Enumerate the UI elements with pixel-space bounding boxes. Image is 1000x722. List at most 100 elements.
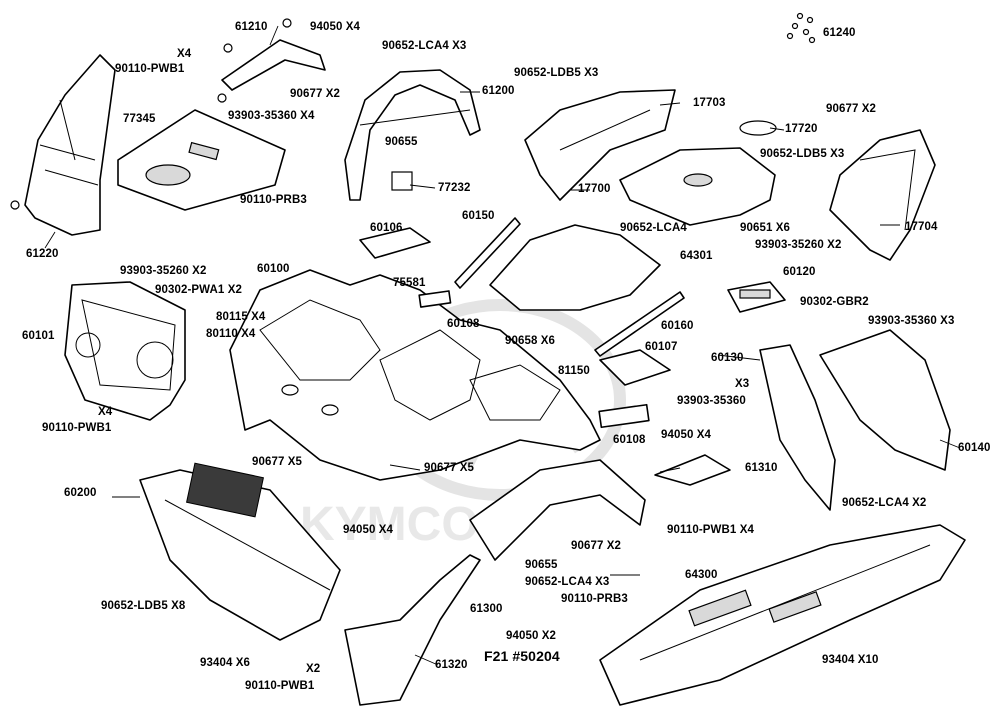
label-60101: 60101	[22, 330, 55, 342]
label-60200: 60200	[64, 487, 97, 499]
part-64301-cover	[489, 224, 661, 311]
label-90677-x2-c: 90677 X2	[571, 540, 622, 552]
part-60140-guard	[819, 329, 951, 471]
part-61200-fender	[344, 69, 481, 201]
label-17720: 17720	[785, 123, 818, 135]
label-90110-pwb1-c: 90110-PWB1	[245, 680, 315, 692]
part-60160-strip	[594, 291, 685, 357]
label-90652-lca4-x2: 90652-LCA4 X2	[842, 497, 927, 509]
part-60106-lid	[359, 227, 431, 259]
label-77345: 77345	[123, 113, 156, 125]
part-60200-bumper	[139, 462, 341, 641]
label-17704: 17704	[905, 221, 938, 233]
label-60140: 60140	[958, 442, 991, 454]
figure-code: F21 #50204	[484, 648, 560, 664]
label-61240: 61240	[823, 27, 856, 39]
label-61320: 61320	[435, 659, 468, 671]
label-90655-b: 90655	[525, 559, 558, 571]
label-93404-x6: 93404 X6	[200, 657, 251, 669]
part-60150-strip	[454, 217, 521, 289]
label-60160: 60160	[661, 320, 694, 332]
label-17703: 17703	[693, 97, 726, 109]
label-80115-x4: 80115 X4	[216, 311, 266, 323]
label-90110-prb3: 90110-PRB3	[240, 194, 307, 206]
part-61210-strip	[217, 18, 326, 103]
label-61210: 61210	[235, 21, 268, 33]
label-90110-pwb1-x4: 90110-PWB1 X4	[667, 524, 754, 536]
label-60130: 60130	[711, 352, 744, 364]
leader-lines	[44, 25, 961, 666]
label-90110-prb3-b: 90110-PRB3	[561, 593, 628, 605]
label-x4-b: X4	[98, 406, 113, 418]
part-61220-side-panel	[10, 54, 116, 236]
label-90652-ldb5-x3: 90652-LDB5 X3	[514, 67, 599, 79]
label-61200: 61200	[482, 85, 515, 97]
part-64300-skidplate	[599, 524, 966, 706]
label-64301: 64301	[680, 250, 713, 262]
label-17700: 17700	[578, 183, 611, 195]
label-90651-x6: 90651 X6	[740, 222, 791, 234]
label-x3: X3	[735, 378, 750, 390]
label-90677-x5-b: 90677 X5	[424, 462, 475, 474]
part-60108-plate-a	[418, 290, 452, 308]
label-90677-x2-b: 90677 X2	[826, 103, 877, 115]
label-94050-x4-c: 94050 X4	[343, 524, 394, 536]
label-60108: 60108	[447, 318, 480, 330]
part-61240-clips	[786, 12, 816, 44]
label-90652-ldb5-x8: 90652-LDB5 X8	[101, 600, 186, 612]
label-90655: 90655	[385, 136, 418, 148]
label-90677-x2: 90677 X2	[290, 88, 341, 100]
label-90110-pwb1-b: 90110-PWB1	[42, 422, 112, 434]
label-61310: 61310	[745, 462, 778, 474]
part-61300-fender	[469, 459, 646, 561]
part-61310-strip	[654, 454, 731, 486]
label-x4: X4	[177, 48, 192, 60]
label-90302-gbr2: 90302-GBR2	[800, 296, 869, 308]
label-x2: X2	[306, 663, 321, 675]
part-17704-box	[829, 129, 936, 261]
label-60108-b: 60108	[613, 434, 646, 446]
label-93903-35360-x3: 93903-35360 X3	[868, 315, 955, 327]
label-90652-lca4: 90652-LCA4	[620, 222, 687, 234]
label-93404-x10: 93404 X10	[822, 654, 879, 666]
label-90652-lca4-x3: 90652-LCA4 X3	[382, 40, 467, 52]
part-60120-switch	[727, 281, 786, 313]
part-60107-lid	[599, 349, 671, 386]
part-60101-frame	[64, 281, 186, 421]
label-60107: 60107	[645, 341, 678, 353]
label-93903-35360: 93903-35360	[677, 395, 746, 407]
label-60150: 60150	[462, 210, 495, 222]
label-60106: 60106	[370, 222, 403, 234]
label-80110-x4: 80110 X4	[206, 328, 256, 340]
label-93903-35260-x2: 93903-35260 X2	[120, 265, 207, 277]
label-61220: 61220	[26, 248, 59, 260]
label-94050-x4: 94050 X4	[310, 21, 361, 33]
label-77232: 77232	[438, 182, 471, 194]
label-93903-35260-x2-b: 93903-35260 X2	[755, 239, 842, 251]
label-90652-ldb5-x3-b: 90652-LDB5 X3	[760, 148, 845, 160]
label-75581: 75581	[393, 277, 426, 289]
part-60100-main-body	[229, 269, 601, 481]
part-61320-side	[344, 554, 481, 706]
label-60100: 60100	[257, 263, 290, 275]
part-60108-plate-b	[598, 403, 650, 429]
part-17700-tray	[619, 120, 777, 226]
label-64300: 64300	[685, 569, 718, 581]
label-90652-lca4-x3-b: 90652-LCA4 X3	[525, 576, 610, 588]
label-94050-x2: 94050 X2	[506, 630, 557, 642]
label-60120: 60120	[783, 266, 816, 278]
part-17703-rear-cover	[524, 89, 676, 201]
label-61300: 61300	[470, 603, 503, 615]
part-77345-panel	[117, 109, 286, 211]
label-90110-pwb1: 90110-PWB1	[115, 63, 185, 75]
part-60130-guard	[759, 344, 836, 511]
label-90677-x5: 90677 X5	[252, 456, 303, 468]
watermark-text: KYMCO	[300, 498, 479, 551]
label-90658-x6: 90658 X6	[505, 335, 556, 347]
label-94050-x4-b: 94050 X4	[661, 429, 712, 441]
label-93903-35360-x4: 93903-35360 X4	[228, 110, 315, 122]
label-81150: 81150	[558, 365, 590, 377]
label-90302-pwa1-x2: 90302-PWA1 X2	[155, 284, 242, 296]
